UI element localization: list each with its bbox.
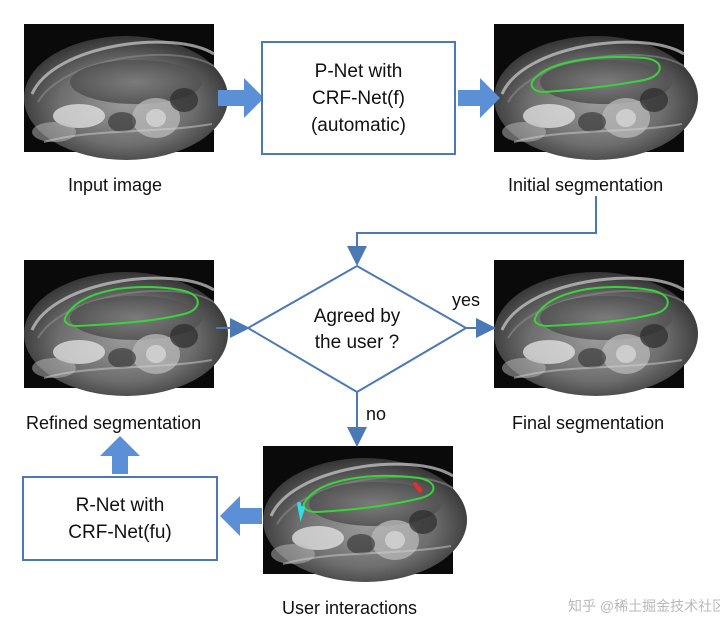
- caption-input-image: Input image: [68, 175, 163, 195]
- segmentation-contour: [533, 286, 669, 328]
- edge-label-yes: yes: [452, 290, 480, 310]
- user-interactions-thumbnail: [261, 444, 469, 584]
- background-scribble: [297, 502, 305, 522]
- caption-refined-segmentation: Refined segmentation: [26, 413, 202, 433]
- caption-initial-segmentation: Initial segmentation: [508, 175, 664, 195]
- rnet-line1: R-Net with: [75, 494, 165, 516]
- pnet-box: P-Net with CRF-Net(f) (automatic): [261, 41, 456, 155]
- edge-label-no: no: [366, 404, 386, 424]
- rnet-line2: CRF-Net(fu): [68, 521, 172, 543]
- segmentation-contour: [530, 56, 661, 94]
- initial-segmentation-thumbnail: [492, 22, 700, 162]
- block-arrow-right: [458, 78, 500, 118]
- pnet-line1: P-Net with: [314, 60, 403, 82]
- pnet-line3: (automatic): [310, 114, 407, 136]
- final-segmentation-thumbnail: [492, 258, 700, 398]
- block-arrow-left: [220, 496, 262, 536]
- decision-text-line1: Agreed by: [314, 306, 401, 327]
- caption-user-interactions: User interactions: [282, 598, 418, 618]
- block-arrow-right: [218, 78, 264, 118]
- decision-diamond: [246, 264, 468, 394]
- connector-initial-to-decision: [347, 196, 597, 266]
- segmentation-contour: [302, 474, 435, 514]
- input-image-thumbnail: [22, 22, 230, 162]
- watermark: 知乎 @稀土掘金技术社区: [568, 598, 720, 614]
- rnet-box: R-Net with CRF-Net(fu): [22, 476, 218, 561]
- segmentation-contour: [63, 286, 199, 328]
- block-arrow-up: [100, 436, 140, 474]
- caption-final-segmentation: Final segmentation: [512, 413, 665, 433]
- decision-text-line2: the user ?: [315, 332, 400, 353]
- refined-segmentation-thumbnail: [22, 258, 230, 398]
- foreground-scribble: [413, 482, 423, 494]
- pnet-line2: CRF-Net(f): [312, 87, 405, 109]
